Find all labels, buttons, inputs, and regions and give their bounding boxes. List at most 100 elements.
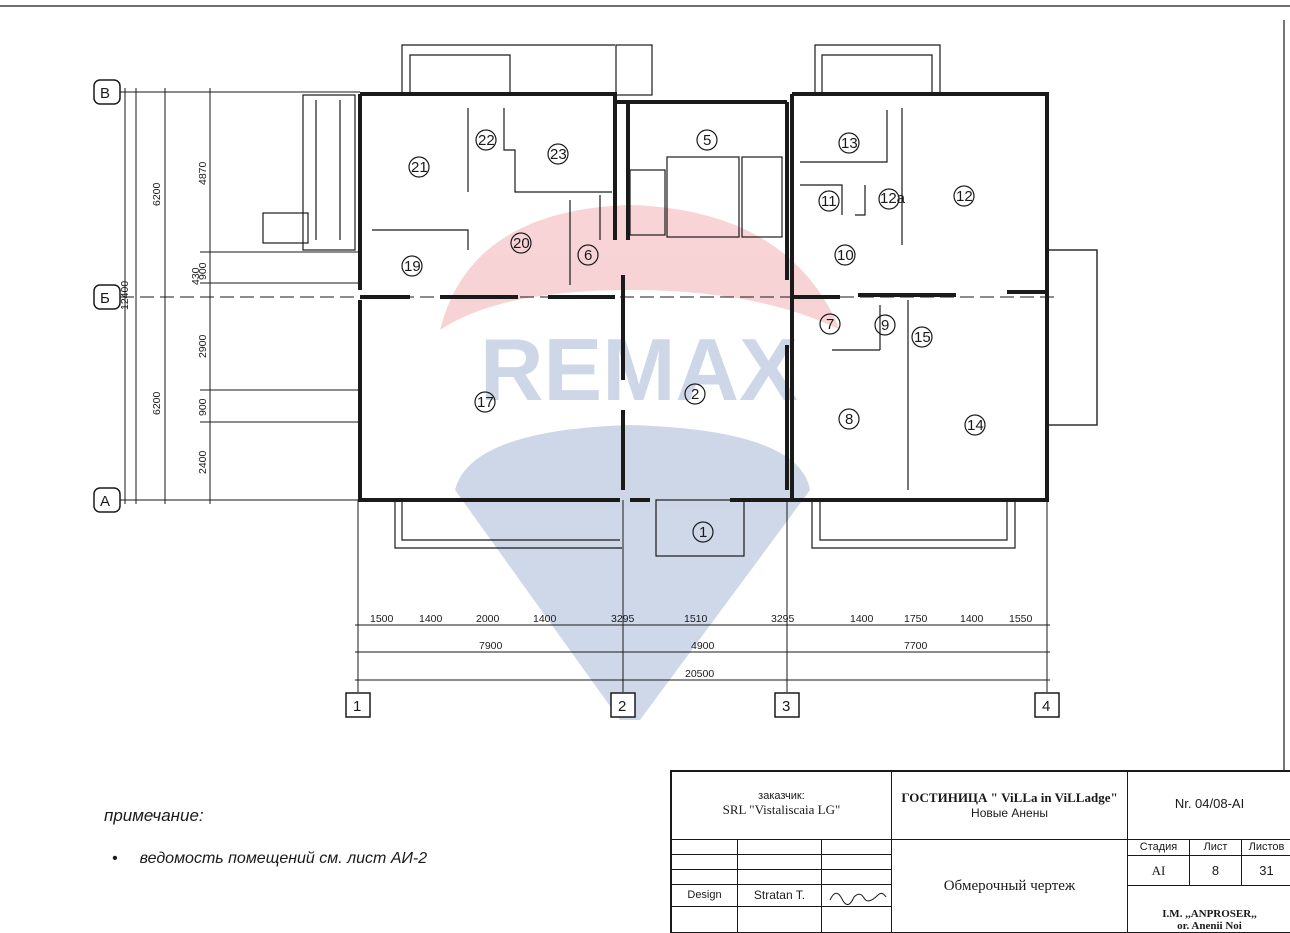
dim-b1-7: 1400: [850, 613, 874, 625]
room-9: 9: [874, 314, 896, 336]
grid-cell: [738, 855, 822, 870]
room-15: 15: [911, 326, 933, 348]
dim-left-900-bottom: 900: [197, 398, 209, 416]
dim-left-430: 430: [190, 267, 202, 285]
svg-text:А: А: [100, 493, 110, 510]
axis-bubble-1: 1: [345, 692, 371, 718]
watermark-text: REMAX: [480, 320, 798, 419]
grid-cell: [822, 907, 892, 933]
axis-bubble-v: В: [93, 79, 121, 105]
dim-left-2400: 2400: [197, 450, 209, 474]
signature-icon: [829, 892, 886, 905]
dim-left-900-top: 900: [197, 262, 209, 280]
grid-cell: [672, 840, 738, 855]
axis-bubble-b: Б: [93, 284, 121, 310]
grid-cell: [672, 870, 738, 885]
sheet-header: Лист: [1190, 840, 1242, 856]
room-12: 12: [953, 185, 975, 207]
room-7: 7: [819, 313, 841, 335]
room-23: 23: [547, 143, 569, 165]
dim-b1-4: 3295: [611, 613, 635, 625]
room-11: 11: [818, 190, 840, 212]
dim-left-12400: 12400: [119, 281, 131, 310]
notes-item-text: ведомость помещений см. лист АИ-2: [139, 850, 428, 867]
svg-text:9: 9: [881, 317, 889, 334]
signature-cell: [822, 885, 892, 907]
axis-bubble-a: А: [93, 487, 121, 513]
svg-text:23: 23: [550, 146, 567, 163]
dim-b1-3: 1400: [533, 613, 557, 625]
org-cell: I.M. ,,ANPROSER,, or. Anenii Noi: [1128, 886, 1290, 933]
svg-text:19: 19: [404, 258, 421, 275]
grid-cell: [738, 907, 822, 933]
room-13: 13: [838, 132, 860, 154]
grid-cell: [672, 855, 738, 870]
dim-left-4870: 4870: [197, 161, 209, 185]
svg-text:21: 21: [411, 159, 428, 176]
designer-name: Stratan T.: [738, 885, 822, 907]
dim-left-6200-top: 6200: [151, 182, 163, 206]
project-cell: ГОСТИНИЦА " ViLLa in ViLLadge" Новые Ане…: [892, 772, 1128, 840]
room-10: 10: [834, 244, 856, 266]
bottom-dimension-chains: 1500 1400 2000 1400 3295 1510 3295 1400 …: [355, 613, 1050, 681]
svg-text:7: 7: [826, 316, 834, 333]
grid-cell: [822, 855, 892, 870]
sheets-header: Листов: [1242, 840, 1290, 856]
svg-text:2: 2: [691, 386, 699, 403]
sheet-value: 8: [1190, 856, 1242, 886]
design-label: Design: [672, 885, 738, 907]
dim-b1-5: 1510: [684, 613, 708, 625]
room-17: 17: [474, 391, 496, 413]
room-5: 5: [696, 129, 718, 151]
room-6: 6: [577, 244, 599, 266]
dim-b1-2: 2000: [476, 613, 500, 625]
room-2: 2: [684, 383, 706, 405]
svg-text:13: 13: [841, 135, 858, 152]
sheets-value: 31: [1242, 856, 1290, 886]
svg-text:1: 1: [353, 698, 361, 715]
svg-text:10: 10: [837, 247, 854, 264]
bullet-icon: •: [112, 850, 118, 867]
org-line1: I.M. ,,ANPROSER,,: [1162, 908, 1257, 920]
dim-b1-6: 3295: [771, 613, 795, 625]
svg-text:12a: 12a: [880, 190, 906, 207]
grid-cell: [672, 907, 738, 933]
org-line2: or. Anenii Noi: [1177, 920, 1242, 932]
svg-text:1: 1: [699, 524, 707, 541]
room-21: 21: [408, 156, 430, 178]
svg-text:15: 15: [914, 329, 931, 346]
svg-text:8: 8: [845, 411, 853, 428]
axis-bubble-2: 2: [610, 692, 636, 718]
svg-text:4: 4: [1042, 698, 1050, 715]
svg-text:Б: Б: [100, 290, 110, 307]
svg-text:12: 12: [956, 188, 973, 205]
svg-text:20: 20: [513, 235, 530, 252]
dim-left-2900: 2900: [197, 334, 209, 358]
left-dimension-chains: 6200 4870 430 900 12400 2900 900 6200 24…: [119, 88, 360, 504]
doc-number-cell: Nr. 04/08-AI: [1128, 772, 1290, 840]
grid-cell: [738, 870, 822, 885]
stage-value: AI: [1128, 856, 1190, 886]
room-20: 20: [510, 232, 532, 254]
title-block: заказчик: SRL "Vistaliscaia LG" ГОСТИНИЦ…: [670, 770, 1290, 933]
svg-text:В: В: [100, 85, 110, 102]
svg-text:17: 17: [477, 394, 494, 411]
project-location: Новые Анены: [971, 806, 1048, 820]
dim-b1-8: 1750: [904, 613, 928, 625]
svg-text:2: 2: [618, 698, 626, 715]
axis-bubble-3: 3: [774, 692, 800, 718]
customer-label: заказчик:: [758, 790, 805, 802]
dim-b1-10: 1550: [1009, 613, 1033, 625]
dim-b3-total: 20500: [685, 668, 714, 680]
balconies: [394, 44, 1098, 557]
svg-text:14: 14: [967, 417, 984, 434]
room-12a: 12a: [878, 188, 906, 210]
svg-text:22: 22: [478, 132, 495, 149]
room-1: 1: [692, 521, 714, 543]
grid-cell: [822, 840, 892, 855]
dim-b2-1: 4900: [691, 640, 715, 652]
room-8: 8: [838, 408, 860, 430]
customer-cell: заказчик: SRL "Vistaliscaia LG": [672, 772, 892, 840]
room-19: 19: [401, 255, 423, 277]
